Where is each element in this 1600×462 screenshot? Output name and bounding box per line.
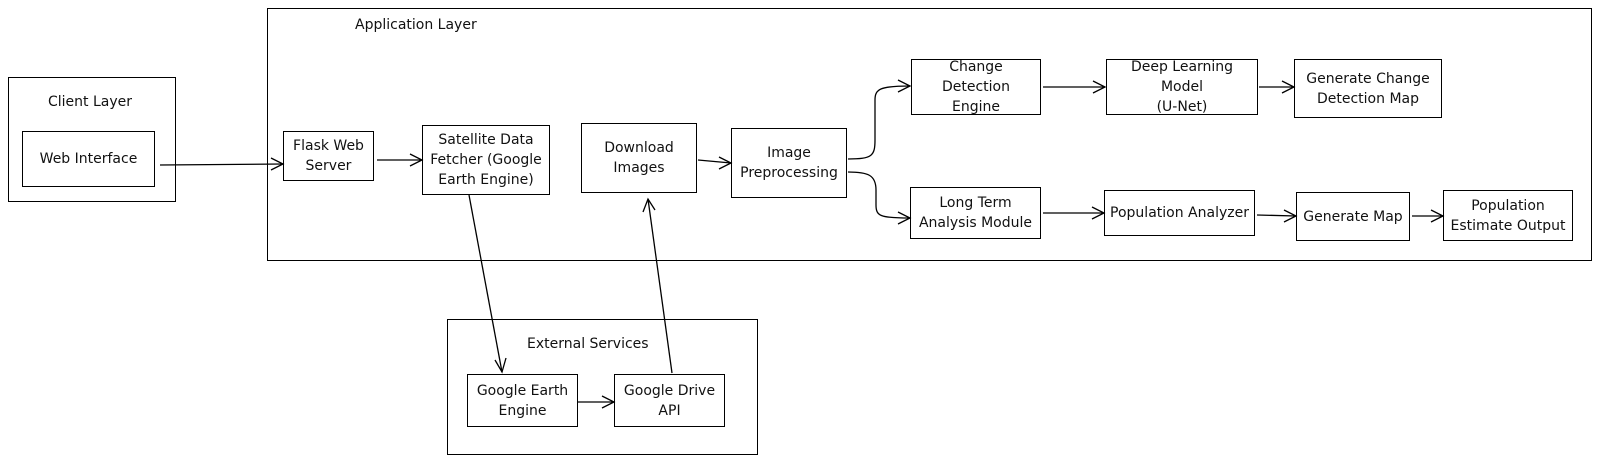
application-layer-label: Application Layer [355,17,477,33]
external-services-label: External Services [527,336,649,352]
population-estimate-output-text: Population Estimate Output [1450,197,1566,234]
population-estimate-output-node[interactable]: Population Estimate Output [1443,190,1573,241]
external-services-container [447,319,758,455]
generate-map-node[interactable]: Generate Map [1296,192,1410,241]
deep-learning-model-node[interactable]: Deep Learning Model (U-Net) [1106,59,1258,115]
generate-map-text: Generate Map [1303,208,1403,225]
google-drive-api-node[interactable]: Google Drive API [614,374,725,427]
satellite-data-fetcher-node[interactable]: Satellite Data Fetcher (Google Earth Eng… [422,125,550,195]
population-analyzer-text: Population Analyzer [1110,205,1249,221]
edge-web-interface-to-flask [159,163,284,166]
image-preprocessing-text: Image Preprocessing [740,145,838,181]
web-interface-text: Web Interface [39,151,138,167]
flask-web-server-node[interactable]: Flask Web Server [283,131,374,181]
population-analyzer-node[interactable]: Population Analyzer [1104,190,1255,236]
client-layer-label: Client Layer [48,94,133,110]
web-interface-node[interactable]: Web Interface [22,131,155,187]
change-detection-engine-text: Change Detection Engine [941,59,1010,115]
change-detection-engine-node[interactable]: Change Detection Engine [911,59,1041,115]
image-preprocessing-node[interactable]: Image Preprocessing [731,128,847,198]
download-images-node[interactable]: Download Images [581,123,697,193]
google-drive-api-text: Google Drive API [623,382,716,419]
flask-web-server-text: Flask Web Server [293,138,364,174]
generate-change-detection-map-node[interactable]: Generate Change Detection Map [1294,59,1442,118]
satellite-data-fetcher-text: Satellite Data Fetcher (Google Earth Eng… [430,132,542,188]
download-images-text: Download Images [604,140,674,176]
generate-change-detection-map-text: Generate Change Detection Map [1306,70,1430,107]
application-layer-container [267,8,1592,261]
google-earth-engine-node[interactable]: Google Earth Engine [467,374,578,427]
google-earth-engine-text: Google Earth Engine [476,382,569,419]
long-term-analysis-module-text: Long Term Analysis Module [918,195,1033,231]
deep-learning-model-text: Deep Learning Model (U-Net) [1130,59,1234,115]
client-layer-container [8,77,176,202]
long-term-analysis-module-node[interactable]: Long Term Analysis Module [910,187,1041,239]
